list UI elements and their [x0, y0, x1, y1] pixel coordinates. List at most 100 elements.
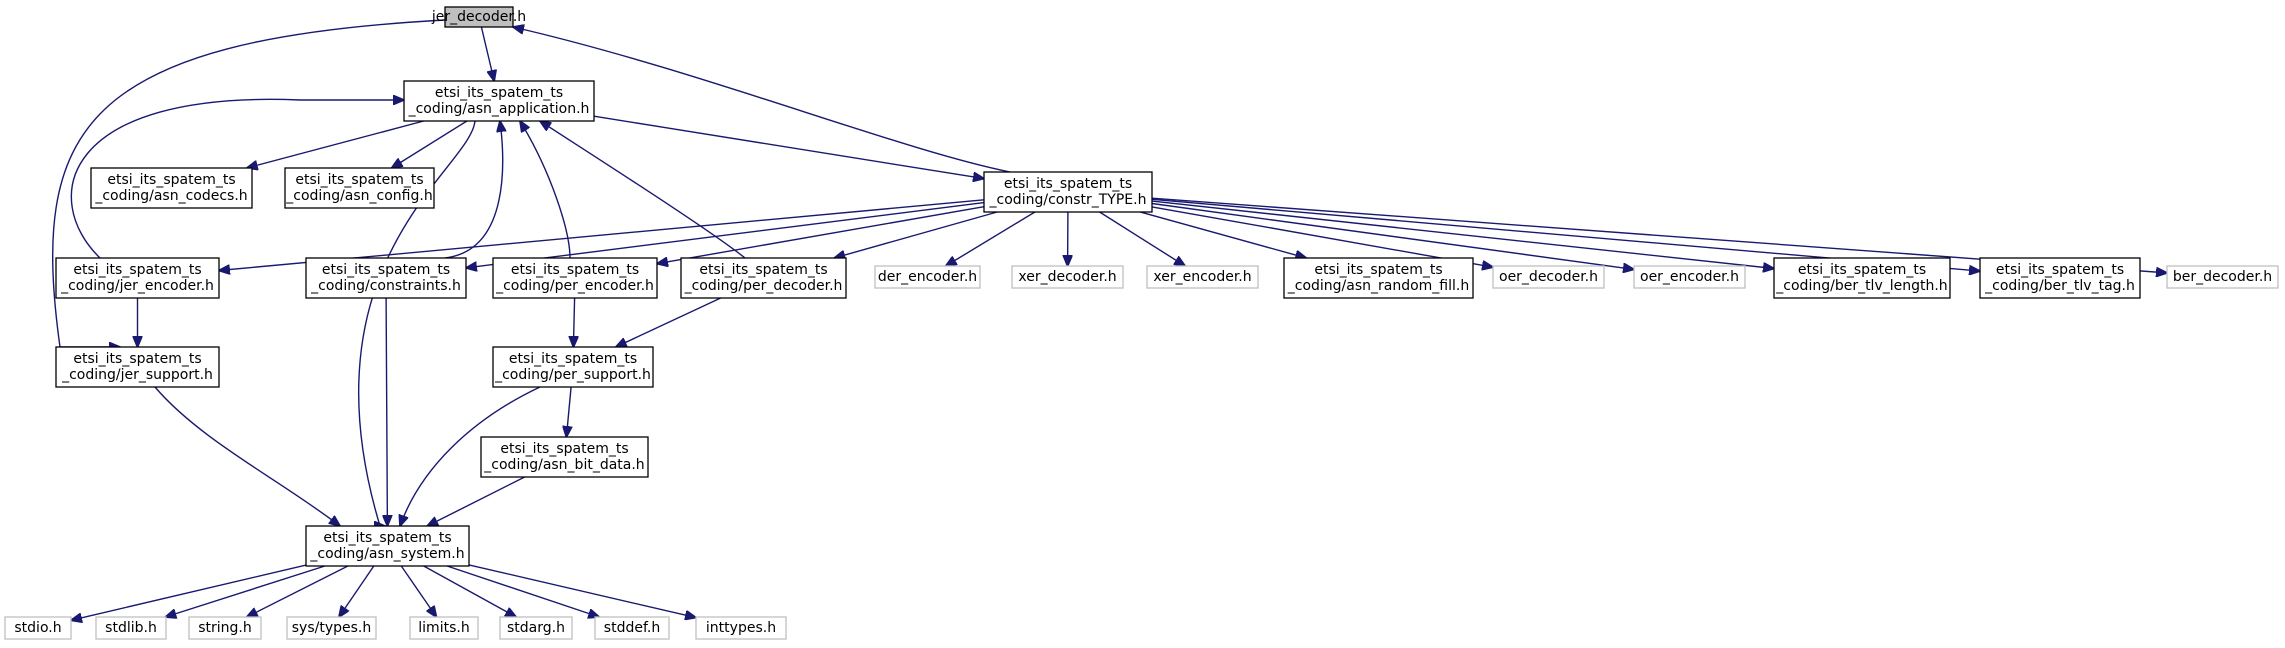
- node-label: _coding/constraints.h: [310, 278, 461, 294]
- node-box: [480, 436, 649, 478]
- node-label: _coding/asn_codecs.h: [94, 188, 247, 204]
- node-box: [2166, 265, 2279, 289]
- node-label: stdlib.h: [105, 620, 157, 636]
- node-label: jer_decoder.h: [431, 9, 526, 25]
- node-constr-TYPE[interactable]: etsi_its_spatem_ts_coding/constr_TYPE.h: [983, 171, 1153, 213]
- node-box: [95, 616, 167, 640]
- node-label: inttypes.h: [706, 620, 776, 636]
- node-jer-encoder[interactable]: etsi_its_spatem_ts_coding/jer_encoder.h: [55, 257, 220, 299]
- node-label: _coding/ber_tlv_length.h: [1775, 278, 1947, 294]
- node-label: etsi_its_spatem_ts: [295, 172, 423, 188]
- node-oer-encoder: oer_encoder.h: [1633, 265, 1746, 289]
- node-per-support[interactable]: etsi_its_spatem_ts_coding/per_support.h: [492, 346, 654, 388]
- node-constraints[interactable]: etsi_its_spatem_ts_coding/constraints.h: [305, 257, 467, 299]
- node-asn-codecs[interactable]: etsi_its_spatem_ts_coding/asn_codecs.h: [90, 167, 253, 209]
- node-per-decoder[interactable]: etsi_its_spatem_ts_coding/per_decoder.h: [680, 257, 847, 299]
- edge-asn_system-to-stdlib: [165, 565, 326, 617]
- node-box: [4, 616, 72, 640]
- node-box: [680, 257, 847, 299]
- node-stddef: stddef.h: [594, 616, 670, 640]
- node-string: string.h: [188, 616, 262, 640]
- node-label: etsi_its_spatem_ts: [73, 262, 201, 278]
- node-jer-decoder[interactable]: jer_decoder.h: [431, 6, 526, 28]
- edge-constr_TYPE-to-asn_random_fill: [1140, 211, 1306, 258]
- node-box: [284, 167, 435, 209]
- edge-asn_system-to-inttypes: [468, 564, 696, 618]
- node-xer-decoder: xer_decoder.h: [1011, 265, 1124, 289]
- node-label: _coding/asn_config.h: [285, 188, 432, 204]
- node-box: [594, 616, 670, 640]
- edge-asn_system-to-string: [247, 565, 349, 617]
- edge-asn_application-to-asn_system: [358, 120, 476, 526]
- node-stdarg: stdarg.h: [499, 616, 573, 640]
- node-stdlib: stdlib.h: [95, 616, 167, 640]
- node-label: etsi_its_spatem_ts: [511, 262, 639, 278]
- edge-per_encoder-to-per_support: [573, 297, 574, 347]
- edge-constr_TYPE-to-per_encoder: [657, 206, 985, 264]
- node-inttypes: inttypes.h: [695, 616, 787, 640]
- node-label: _coding/asn_bit_data.h: [483, 457, 644, 473]
- node-label: xer_encoder.h: [1153, 269, 1251, 285]
- node-ber-tlv-tag[interactable]: etsi_its_spatem_ts_coding/ber_tlv_tag.h: [1979, 257, 2141, 299]
- node-label: sys/types.h: [292, 620, 371, 636]
- node-label: etsi_its_spatem_ts: [500, 441, 628, 457]
- node-box: [1633, 265, 1746, 289]
- node-label: etsi_its_spatem_ts: [107, 172, 235, 188]
- node-box: [983, 171, 1153, 213]
- node-jer-support[interactable]: etsi_its_spatem_ts_coding/jer_support.h: [55, 346, 220, 388]
- node-label: stdarg.h: [507, 620, 565, 636]
- node-box: [444, 6, 514, 28]
- node-label: etsi_its_spatem_ts: [699, 262, 827, 278]
- node-label: etsi_its_spatem_ts: [1798, 262, 1926, 278]
- edge-constr_TYPE-to-xer_encoder: [1099, 211, 1186, 266]
- edge-jer_decoder-to-asn_application: [480, 26, 494, 81]
- edge-jer_support-to-asn_system: [154, 386, 340, 526]
- node-asn-system[interactable]: etsi_its_spatem_ts_coding/asn_system.h: [305, 525, 470, 567]
- node-label: _coding/asn_random_fill.h: [1287, 278, 1469, 294]
- node-box: [1146, 265, 1259, 289]
- node-box: [90, 167, 253, 209]
- edge-constr_TYPE-to-constraints: [466, 201, 985, 268]
- node-box: [305, 525, 470, 567]
- node-box: [874, 265, 981, 289]
- edge-per_encoder-to-asn_application: [520, 121, 571, 259]
- node-asn-bit-data[interactable]: etsi_its_spatem_ts_coding/asn_bit_data.h: [480, 436, 649, 478]
- edge-asn_application-to-asn_config: [392, 120, 468, 168]
- node-der-encoder: der_encoder.h: [874, 265, 981, 289]
- node-box: [1283, 257, 1474, 299]
- node-label: stdio.h: [14, 620, 61, 636]
- node-box: [1979, 257, 2141, 299]
- node-asn-config[interactable]: etsi_its_spatem_ts_coding/asn_config.h: [284, 167, 435, 209]
- node-per-encoder[interactable]: etsi_its_spatem_ts_coding/per_encoder.h: [492, 257, 658, 299]
- node-label: etsi_its_spatem_ts: [73, 351, 201, 367]
- node-label: xer_decoder.h: [1018, 269, 1116, 285]
- edge-per_support-to-asn_bit_data: [566, 386, 571, 437]
- node-label: oer_encoder.h: [1640, 269, 1739, 285]
- node-asn-application[interactable]: etsi_its_spatem_ts_coding/asn_applicatio…: [403, 80, 595, 122]
- edge-constr_TYPE-to-der_encoder: [946, 211, 1036, 266]
- node-ber-tlv-length[interactable]: etsi_its_spatem_ts_coding/ber_tlv_length…: [1773, 257, 1951, 299]
- edge-asn_application-to-asn_codecs: [247, 120, 424, 168]
- node-box: [55, 257, 220, 299]
- edge-asn_bit_data-to-asn_system: [427, 476, 526, 526]
- edge-asn_system-to-sys_types: [339, 565, 375, 617]
- node-label: _coding/ber_tlv_tag.h: [1984, 278, 2135, 294]
- node-label: _coding/constr_TYPE.h: [989, 192, 1147, 208]
- node-box: [499, 616, 573, 640]
- edge-constr_TYPE-to-ber_tlv_length: [1151, 200, 1774, 268]
- node-box: [55, 346, 220, 388]
- node-label: stddef.h: [604, 620, 660, 636]
- node-asn-random-fill[interactable]: etsi_its_spatem_ts_coding/asn_random_fil…: [1283, 257, 1474, 299]
- node-label: string.h: [198, 620, 252, 636]
- edge-jer_encoder-to-asn_application: [70, 99, 404, 259]
- node-label: etsi_its_spatem_ts: [435, 85, 563, 101]
- node-box: [1011, 265, 1124, 289]
- edge-asn_system-to-stdio: [71, 564, 307, 620]
- node-label: _coding/per_encoder.h: [495, 278, 654, 294]
- edge-asn_system-to-stdarg: [423, 565, 516, 617]
- edge-constr_TYPE-to-oer_decoder: [1151, 206, 1493, 267]
- edge-asn_system-to-limits: [400, 565, 436, 617]
- node-label: _coding/asn_system.h: [309, 546, 464, 562]
- edge-constr_TYPE-to-oer_encoder: [1151, 202, 1634, 270]
- node-label: etsi_its_spatem_ts: [323, 530, 451, 546]
